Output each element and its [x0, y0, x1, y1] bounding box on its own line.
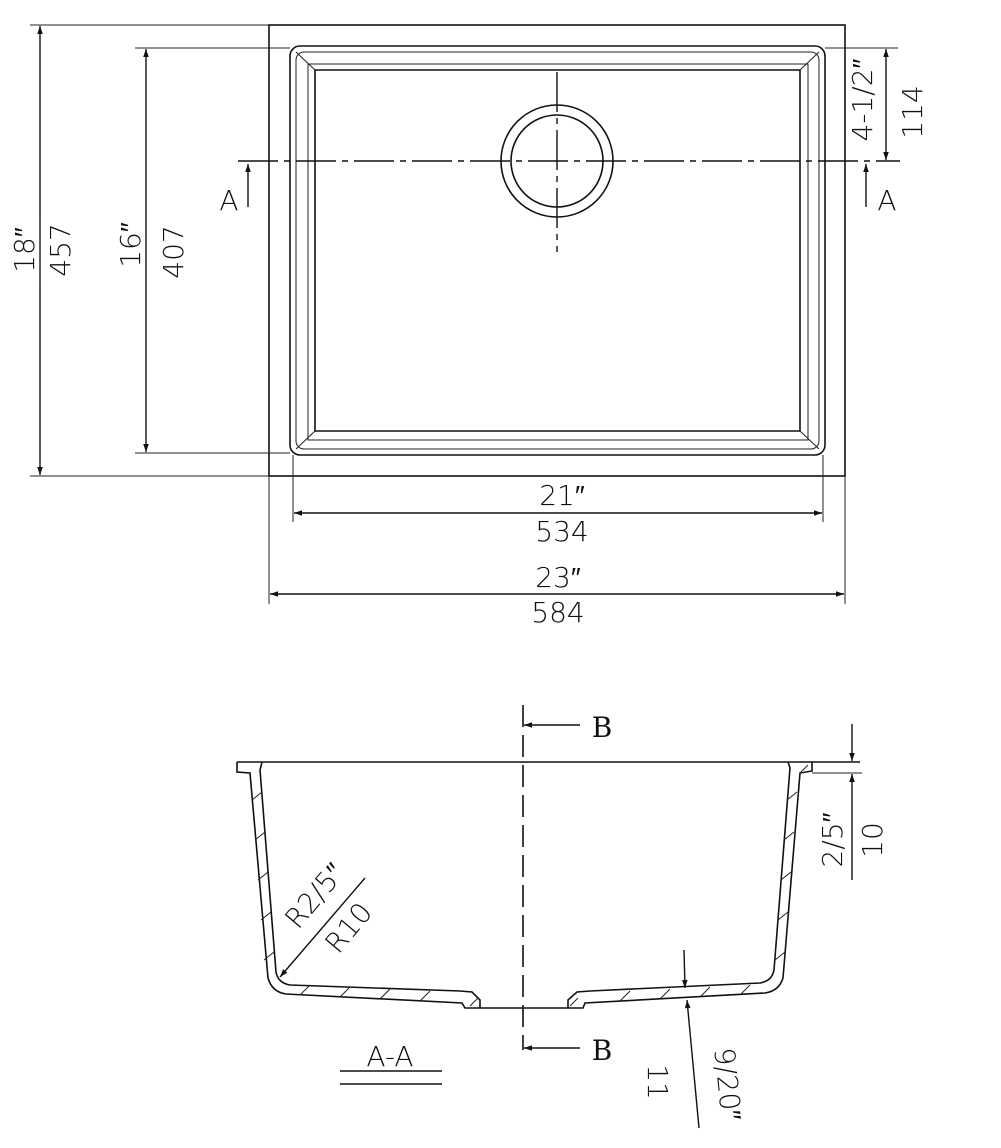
bowl-height-mm: 407: [157, 225, 190, 278]
section-label-b-bottom: B: [592, 1034, 613, 1067]
section-marker-b-top: B: [524, 711, 612, 744]
section-marker-a-right: A: [863, 164, 897, 217]
overall-width-dimension: 23″ 584: [268, 476, 846, 629]
rim-thickness-mm: 10: [856, 822, 889, 858]
drain-offset-dimension: 4-1/2″ 114: [825, 47, 929, 160]
overall-height-inch: 18″: [8, 227, 41, 273]
rim-thickness-dimension: 2/5″ 10: [812, 724, 889, 880]
bowl-width-dimension: 21″ 534: [292, 455, 824, 548]
section-hatching: [251, 764, 809, 1007]
overall-width-inch: 23″: [535, 561, 581, 594]
bowl-height-inch: 16″: [114, 222, 147, 268]
sink-rim-inner: [295, 51, 820, 450]
right-wall-profile: [567, 761, 813, 1009]
bowl-width-mm: 534: [535, 515, 588, 548]
section-title: A-A: [340, 1040, 442, 1085]
section-title-text: A-A: [366, 1040, 413, 1073]
sink-rim-outline: [289, 45, 826, 456]
overall-height-dimension: 18″ 457: [8, 24, 269, 477]
drain-offset-inch: 4-1/2″: [846, 58, 879, 141]
overall-height-mm: 457: [44, 223, 77, 276]
plan-view: 18″ 457 16″ 407 4-1/2″ 114 A A: [8, 24, 929, 629]
bottom-thickness-mm: 11: [641, 1064, 674, 1100]
section-label-a-right: A: [877, 184, 896, 217]
bottom-thickness-dimension: 9/20″ 11: [641, 949, 748, 1129]
rim-thickness-inch: 2/5″: [816, 812, 849, 867]
section-view: B B 2/5″ 10 R2/5″ R10 9/20″ 11 A-A: [236, 705, 889, 1129]
bottom-thickness-inch: 9/20″: [707, 1046, 747, 1122]
bowl-width-inch: 21″: [539, 479, 585, 512]
sink-outer-outline: [268, 24, 846, 477]
bowl-height-dimension: 16″ 407: [114, 47, 290, 454]
drain-offset-mm: 114: [896, 85, 929, 138]
section-marker-b-bottom: B: [524, 1034, 612, 1067]
section-marker-a-left: A: [219, 164, 251, 217]
corner-radius-dimension: R2/5″ R10: [278, 857, 379, 978]
section-label-b-top: B: [592, 711, 613, 744]
bowl-corner-chamfers: [295, 51, 820, 450]
bowl-inner-line: [307, 63, 809, 441]
overall-width-mm: 584: [531, 596, 584, 629]
section-label-a-left: A: [219, 184, 238, 217]
